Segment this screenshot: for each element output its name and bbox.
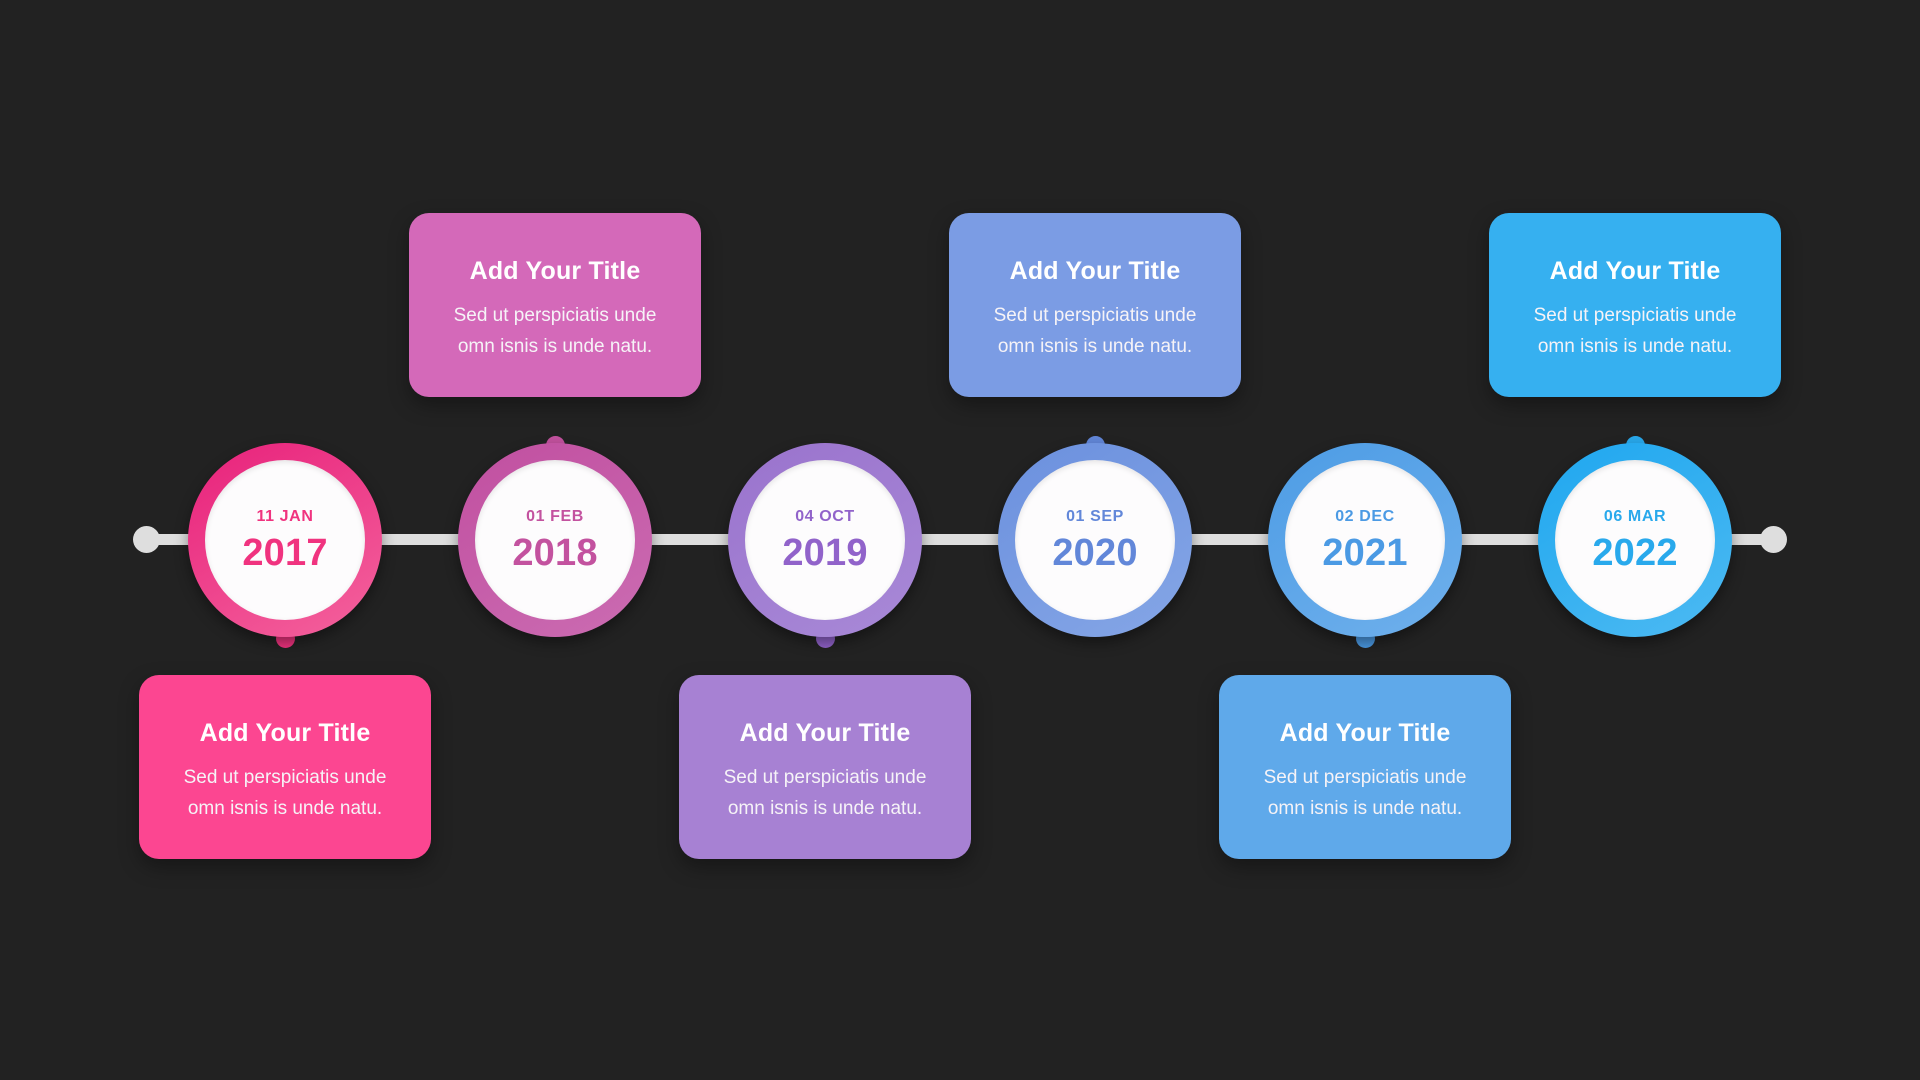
card-body: Sed ut perspiciatis unde omn isnis is un… xyxy=(183,767,387,820)
card-title: Add Your Title xyxy=(469,257,641,285)
milestone-node-2019[interactable]: 04 OCT 2019 xyxy=(728,443,922,637)
milestone-node-2017[interactable]: 11 JAN 2017 xyxy=(188,443,382,637)
milestone-node-2018[interactable]: 01 FEB 2018 xyxy=(458,443,652,637)
card-title: Add Your Title xyxy=(739,719,911,747)
milestone-year: 2017 xyxy=(242,531,328,574)
card-body: Sed ut perspiciatis unde omn isnis is un… xyxy=(1533,305,1737,358)
card-title: Add Your Title xyxy=(1009,257,1181,285)
card-body: Sed ut perspiciatis unde omn isnis is un… xyxy=(723,767,927,820)
timeline-rail-cap-left xyxy=(133,526,160,553)
milestone-year: 2019 xyxy=(782,531,868,574)
node-inner-disc: 01 SEP 2020 xyxy=(1015,460,1175,620)
card-body: Sed ut perspiciatis unde omn isnis is un… xyxy=(1263,767,1467,820)
card-title: Add Your Title xyxy=(199,719,371,747)
milestone-date: 02 DEC xyxy=(1335,507,1395,525)
node-inner-disc: 01 FEB 2018 xyxy=(475,460,635,620)
milestone-year: 2021 xyxy=(1322,531,1408,574)
milestone-date: 04 OCT xyxy=(795,507,855,525)
milestone-node-2021[interactable]: 02 DEC 2021 xyxy=(1268,443,1462,637)
card-title: Add Your Title xyxy=(1549,257,1721,285)
node-inner-disc: 04 OCT 2019 xyxy=(745,460,905,620)
milestone-node-2020[interactable]: 01 SEP 2020 xyxy=(998,443,1192,637)
card-body: Sed ut perspiciatis unde omn isnis is un… xyxy=(453,305,657,358)
milestone-date: 01 FEB xyxy=(526,507,584,525)
milestone-year: 2018 xyxy=(512,531,598,574)
timeline-rail-cap-right xyxy=(1760,526,1787,553)
milestone-date: 06 MAR xyxy=(1603,507,1667,525)
node-inner-disc: 11 JAN 2017 xyxy=(205,460,365,620)
node-inner-disc: 06 MAR 2022 xyxy=(1555,460,1715,620)
milestone-year: 2020 xyxy=(1052,531,1138,574)
timeline-rail xyxy=(145,534,1775,545)
milestone-date: 01 SEP xyxy=(1066,507,1124,525)
card-body: Sed ut perspiciatis unde omn isnis is un… xyxy=(993,305,1197,358)
milestone-year: 2022 xyxy=(1592,531,1678,574)
milestone-date: 11 JAN xyxy=(256,507,314,525)
node-inner-disc: 02 DEC 2021 xyxy=(1285,460,1445,620)
milestone-node-2022[interactable]: 06 MAR 2022 xyxy=(1538,443,1732,637)
card-title: Add Your Title xyxy=(1279,719,1451,747)
